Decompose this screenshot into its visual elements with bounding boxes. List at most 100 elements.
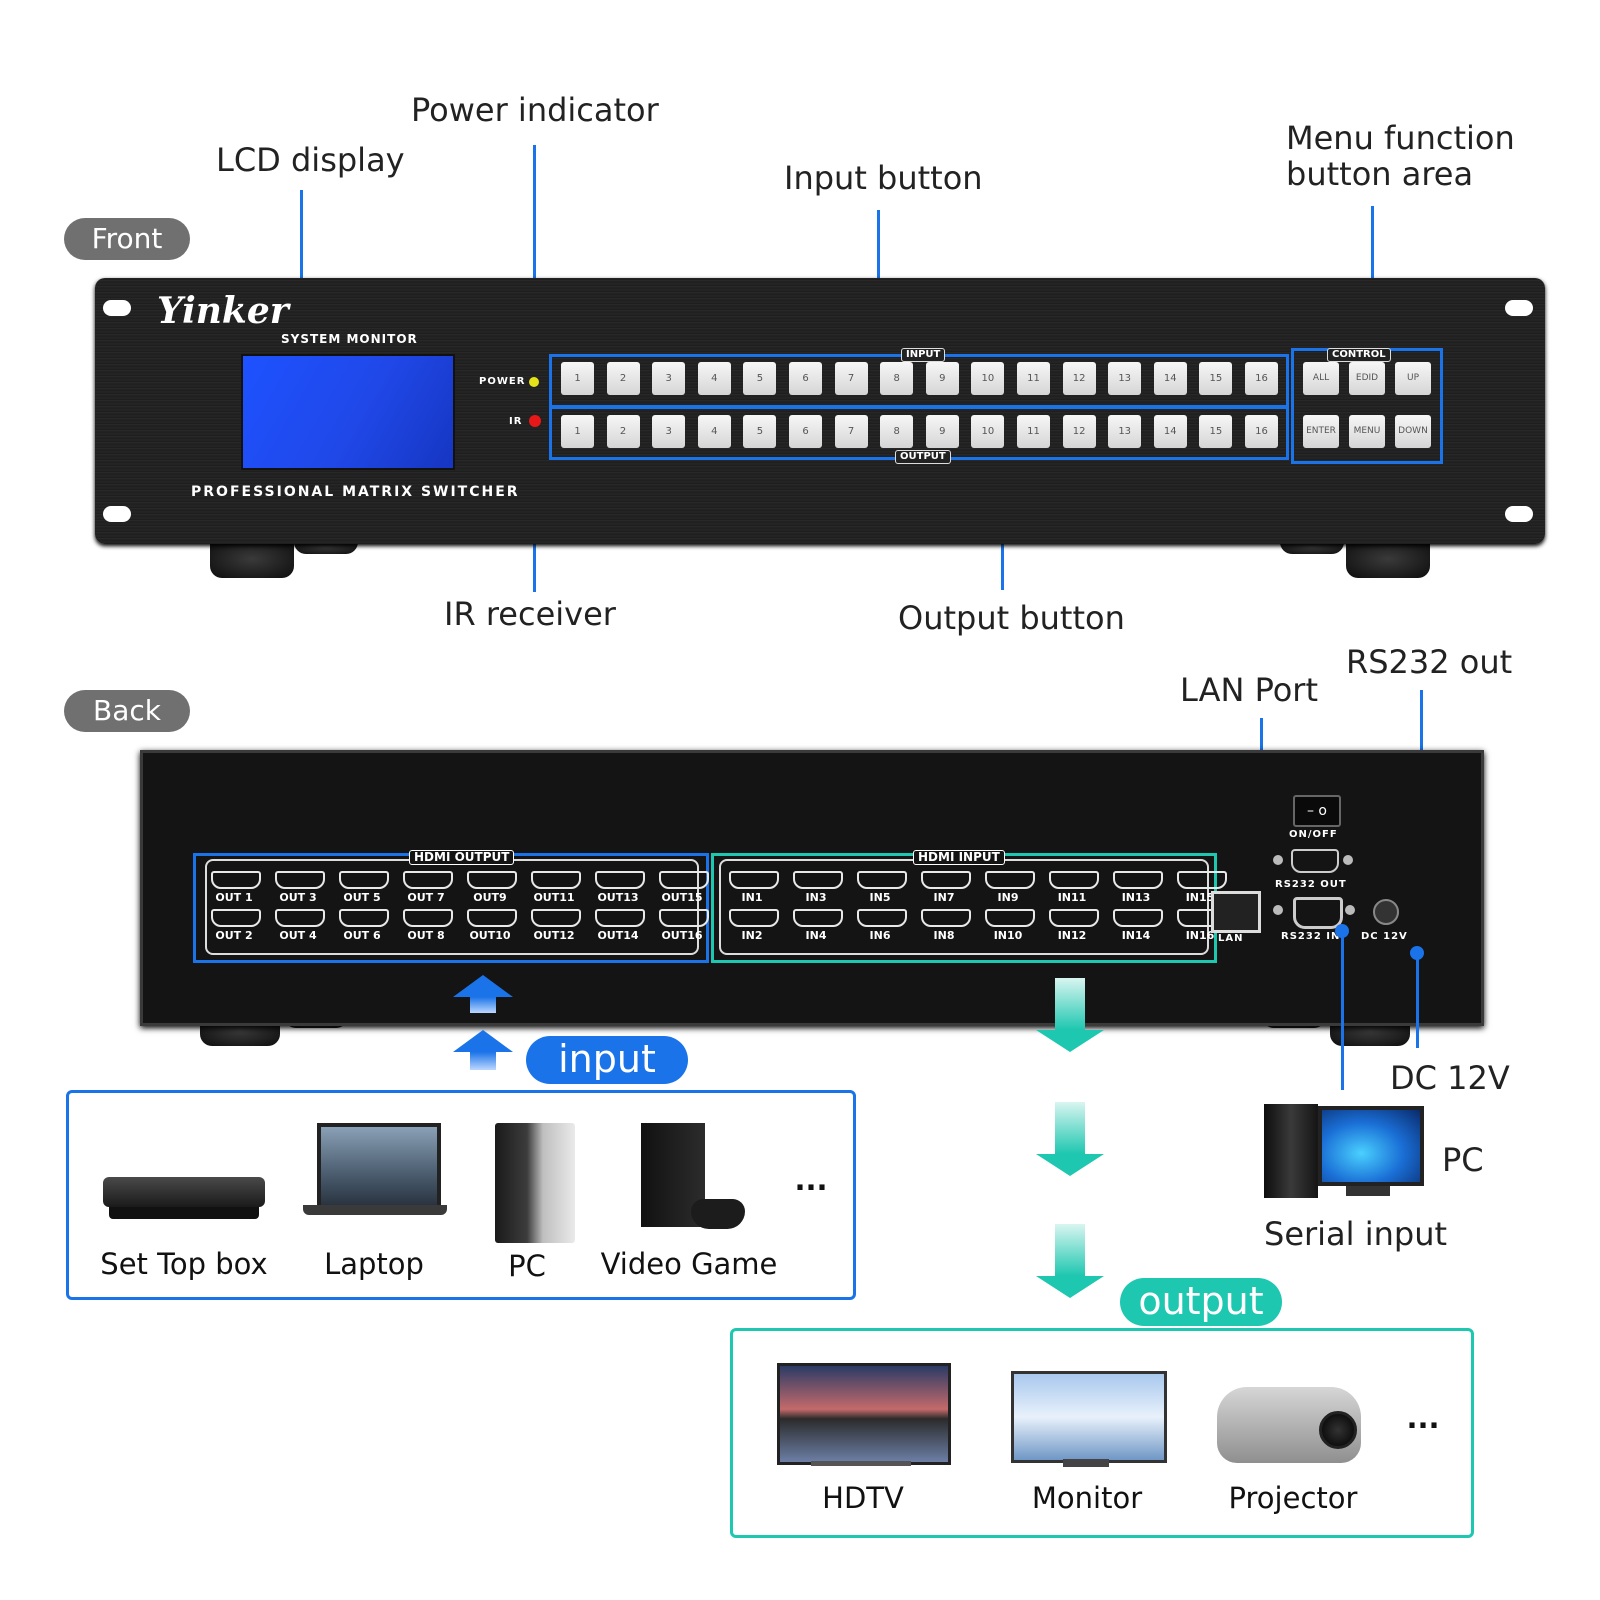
input-button-7[interactable]: 7 — [834, 362, 868, 395]
input-button-13[interactable]: 13 — [1108, 362, 1142, 395]
input-button-1[interactable]: 1 — [561, 362, 594, 395]
hdmi-input-port[interactable] — [1177, 871, 1227, 889]
hdmi-input-port[interactable] — [1113, 909, 1163, 927]
hdmi-output-port[interactable] — [275, 871, 325, 889]
output-button-9[interactable]: 9 — [925, 415, 959, 448]
hdmi-input-port[interactable] — [921, 909, 971, 927]
input-button-12[interactable]: 12 — [1062, 362, 1096, 395]
hdmi-output-port[interactable] — [339, 909, 389, 927]
input-button-4[interactable]: 4 — [697, 362, 731, 395]
input-button-11[interactable]: 11 — [1017, 362, 1050, 395]
hdmi-input-port[interactable] — [729, 871, 779, 889]
output-button-6[interactable]: 6 — [789, 415, 822, 448]
hdmi-output-port[interactable] — [211, 871, 261, 889]
hdmi-input-port[interactable] — [793, 909, 843, 927]
hdmi-input-port[interactable] — [729, 909, 779, 927]
output-device-label: HDTV — [822, 1481, 904, 1515]
hdmi-input-port[interactable] — [985, 909, 1035, 927]
rs232-out-port[interactable] — [1291, 849, 1339, 873]
hdmi-output-port[interactable] — [211, 909, 261, 927]
hdmi-input-title: HDMI INPUT — [913, 850, 1005, 865]
hdmi-input-port[interactable] — [793, 871, 843, 889]
output-button-2[interactable]: 2 — [606, 415, 640, 448]
hdmi-input-port[interactable] — [857, 871, 907, 889]
control-button-down[interactable]: DOWN — [1395, 415, 1431, 448]
output-button-14[interactable]: 14 — [1153, 415, 1187, 448]
output-button-7[interactable]: 7 — [834, 415, 868, 448]
output-button-5[interactable]: 5 — [743, 415, 777, 448]
control-button-enter[interactable]: ENTER — [1303, 415, 1339, 448]
hdmi-output-port[interactable] — [595, 871, 645, 889]
hdmi-input-port[interactable] — [1113, 871, 1163, 889]
hdmi-output-port-label: OUT16 — [661, 929, 703, 942]
hdmi-output-port[interactable] — [531, 871, 581, 889]
hdmi-output-port-label: OUT 6 — [343, 929, 381, 942]
control-button-all[interactable]: ALL — [1303, 362, 1339, 395]
hdmi-output-port[interactable] — [339, 871, 389, 889]
control-button-up[interactable]: UP — [1395, 362, 1431, 395]
rs232-in-leader-line — [1341, 930, 1344, 1090]
input-button-16[interactable]: 16 — [1245, 362, 1278, 395]
hdmi-input-port[interactable] — [857, 909, 907, 927]
hdmi-output-port[interactable] — [403, 909, 453, 927]
output-button-13[interactable]: 13 — [1108, 415, 1142, 448]
hdmi-output-port-label: OUT 3 — [279, 891, 317, 904]
control-button-edid[interactable]: EDID — [1349, 362, 1385, 395]
hdmi-input-port[interactable] — [1049, 909, 1099, 927]
input-button-14[interactable]: 14 — [1153, 362, 1187, 395]
input-button-2[interactable]: 2 — [606, 362, 640, 395]
output-button-16[interactable]: 16 — [1245, 415, 1278, 448]
hdmi-output-port[interactable] — [659, 871, 709, 889]
hdmi-output-port-label: OUT 4 — [279, 929, 317, 942]
input-button-8[interactable]: 8 — [880, 362, 914, 395]
control-button-menu[interactable]: MENU — [1349, 415, 1385, 448]
screw — [1343, 855, 1353, 865]
hdmi-output-port[interactable] — [531, 909, 581, 927]
dc-leader-line — [1416, 952, 1419, 1048]
rs232-in-port[interactable] — [1293, 897, 1343, 929]
input-button-6[interactable]: 6 — [789, 362, 822, 395]
lan-port[interactable] — [1211, 891, 1261, 933]
hdmi-output-port[interactable] — [275, 909, 325, 927]
output-group-label: OUTPUT — [895, 450, 951, 464]
input-button-5[interactable]: 5 — [743, 362, 777, 395]
hdmi-output-title: HDMI OUTPUT — [409, 850, 515, 865]
input-button-10[interactable]: 10 — [971, 362, 1005, 395]
input-button-3[interactable]: 3 — [652, 362, 686, 395]
hdmi-output-port-label: OUT 2 — [215, 929, 253, 942]
output-arrow-stem — [1055, 978, 1085, 1030]
output-button-8[interactable]: 8 — [880, 415, 914, 448]
output-button-3[interactable]: 3 — [652, 415, 686, 448]
hdmi-output-port-label: OUT 5 — [343, 891, 381, 904]
more-input-devices: ... — [794, 1163, 828, 1197]
hdmi-output-port[interactable] — [403, 871, 453, 889]
hdmi-input-port[interactable] — [921, 871, 971, 889]
output-device-label: Monitor — [1031, 1481, 1143, 1515]
monitor-stand — [1063, 1459, 1109, 1467]
rs232-out-label: RS232 OUT — [1275, 879, 1347, 890]
power-switch[interactable]: – o — [1293, 795, 1341, 827]
hdmi-output-port[interactable] — [467, 909, 517, 927]
input-button-9[interactable]: 9 — [925, 362, 959, 395]
output-button-4[interactable]: 4 — [697, 415, 731, 448]
power-indicator-callout: Power indicator — [411, 91, 659, 129]
output-button-callout: Output button — [898, 599, 1125, 637]
hdmi-input-port[interactable] — [1049, 871, 1099, 889]
hdmi-input-port-label: IN9 — [997, 891, 1019, 904]
hdmi-input-port-label: IN12 — [1057, 929, 1087, 942]
hdmi-input-port-label: IN4 — [805, 929, 827, 942]
output-button-11[interactable]: 11 — [1017, 415, 1050, 448]
hdmi-output-port[interactable] — [595, 909, 645, 927]
output-button-1[interactable]: 1 — [561, 415, 594, 448]
output-button-10[interactable]: 10 — [971, 415, 1005, 448]
dc-jack[interactable] — [1373, 899, 1399, 925]
dc-leader-dot — [1410, 946, 1424, 960]
hdmi-input-port-label: IN14 — [1121, 929, 1151, 942]
hdmi-output-port[interactable] — [467, 871, 517, 889]
output-button-12[interactable]: 12 — [1062, 415, 1096, 448]
input-device-label: Video Game — [600, 1247, 778, 1281]
output-button-15[interactable]: 15 — [1199, 415, 1233, 448]
input-button-15[interactable]: 15 — [1199, 362, 1233, 395]
hdmi-input-port[interactable] — [985, 871, 1035, 889]
hdmi-output-port[interactable] — [659, 909, 709, 927]
